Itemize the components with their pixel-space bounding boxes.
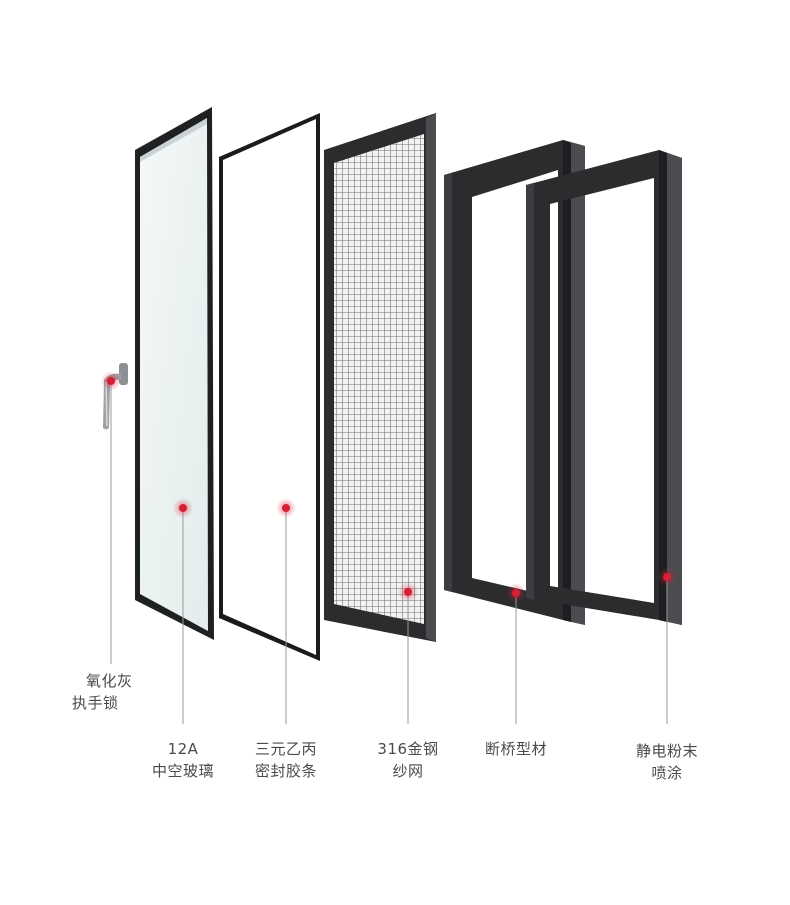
leader-lines <box>110 381 668 724</box>
label-mesh: 316金钢 纱网 <box>362 738 454 782</box>
powder-coated-frame-panel <box>526 150 682 625</box>
marker-seal <box>276 498 296 518</box>
label-handle-line2: 执手锁 <box>72 694 119 712</box>
label-coating-line1: 静电粉末 <box>635 742 698 760</box>
label-seal-line1: 三元乙丙 <box>254 740 317 758</box>
label-coating-line2: 喷涂 <box>651 764 683 782</box>
label-mesh-line2: 纱网 <box>392 762 424 780</box>
label-handle-line1: 氧化灰 <box>86 672 133 690</box>
marker-handle <box>101 371 121 391</box>
label-glass: 12A 中空玻璃 <box>140 738 226 782</box>
label-profile: 断桥型材 <box>468 738 564 760</box>
mesh-screen-panel <box>324 113 436 642</box>
label-glass-line2: 中空玻璃 <box>151 762 214 780</box>
label-profile-line1: 断桥型材 <box>484 740 547 758</box>
hotspot-markers <box>101 371 677 603</box>
label-seal-line2: 密封胶条 <box>254 762 317 780</box>
label-handle: 氧化灰 执手锁 <box>72 670 133 714</box>
label-seal: 三元乙丙 密封胶条 <box>240 738 332 782</box>
marker-mesh <box>398 582 418 602</box>
thermal-break-frame-panel <box>444 140 585 625</box>
label-glass-line1: 12A <box>167 740 199 758</box>
marker-glass <box>173 498 193 518</box>
glass-sash-panel <box>135 107 214 640</box>
marker-profile <box>506 583 526 603</box>
seal-gasket-panel <box>219 113 320 661</box>
label-coating: 静电粉末 喷涂 <box>618 740 716 784</box>
label-mesh-line1: 316金钢 <box>377 740 439 758</box>
marker-coating <box>657 567 677 587</box>
